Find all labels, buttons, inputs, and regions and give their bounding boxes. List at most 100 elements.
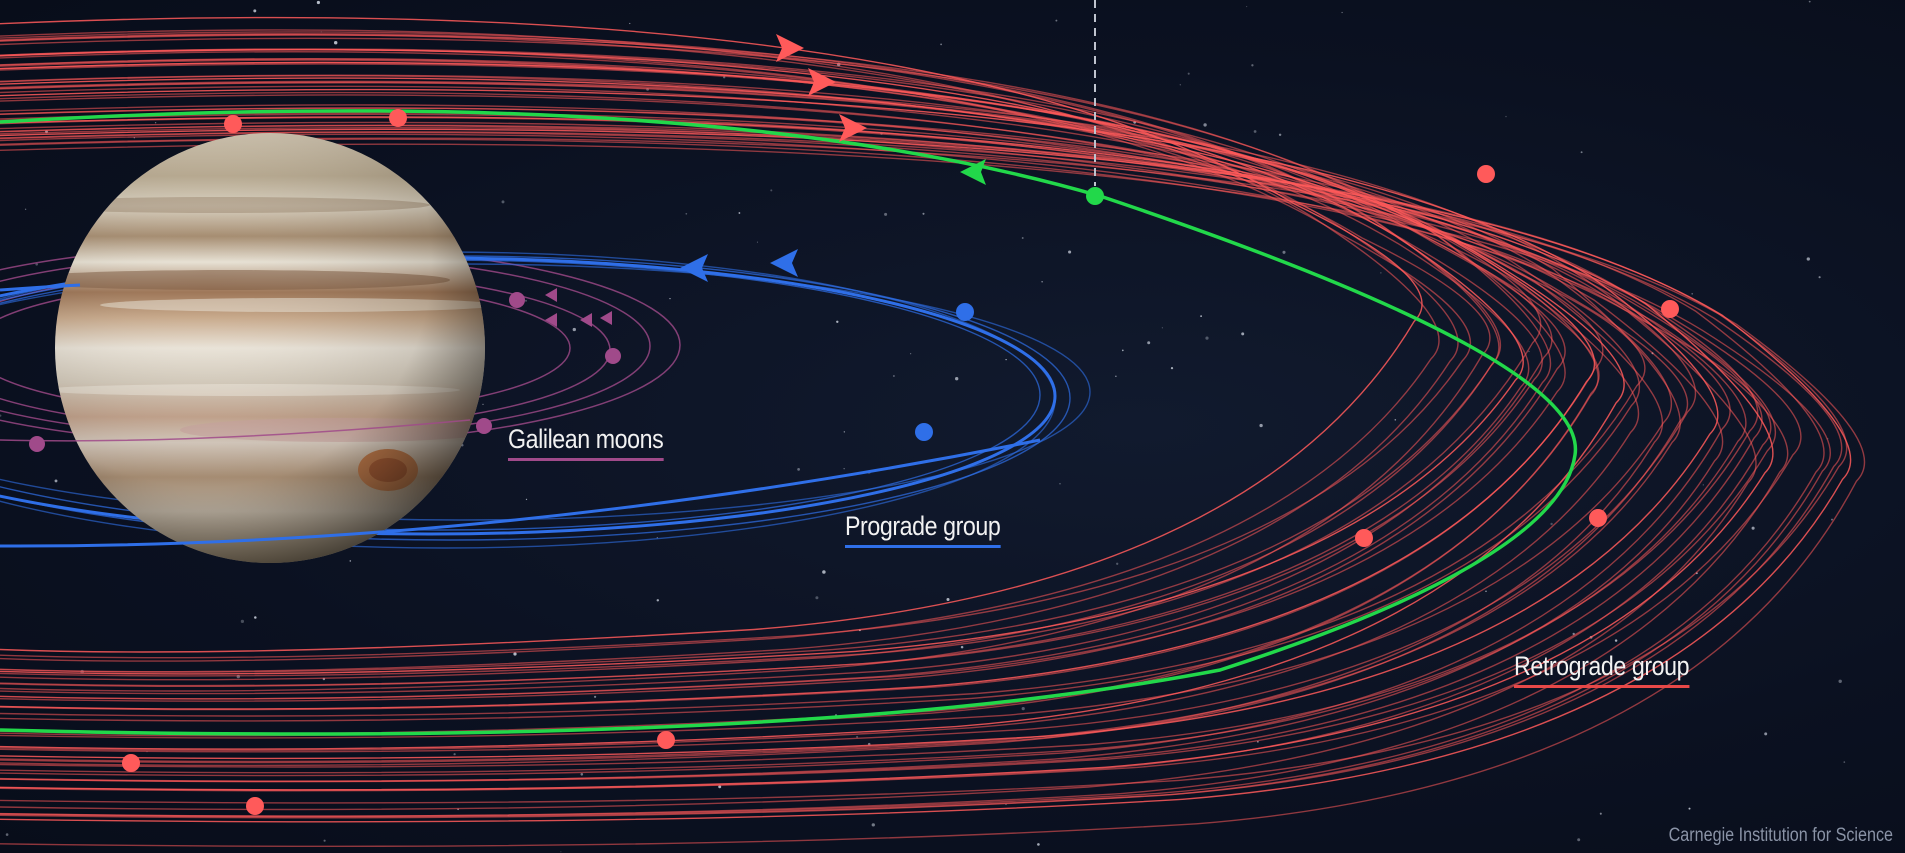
retrograde-moons	[122, 109, 1679, 815]
star	[316, 0, 320, 5]
star	[1021, 237, 1024, 239]
star	[54, 479, 58, 483]
arrow-icon	[839, 114, 867, 142]
retrograde-orbit	[0, 74, 1641, 722]
galilean-orbits-front	[0, 419, 471, 442]
star	[1170, 367, 1174, 370]
moon-marker	[476, 418, 492, 434]
arrow-icon	[545, 313, 557, 327]
star	[1764, 732, 1768, 736]
star	[1059, 483, 1061, 485]
retrograde-orbit	[0, 82, 1673, 739]
star	[1241, 332, 1245, 336]
moon-marker	[915, 423, 933, 441]
retrograde-orbit	[0, 48, 1566, 700]
star	[594, 695, 597, 698]
retrograde-orbit	[0, 107, 1731, 777]
star	[669, 298, 671, 300]
moon-marker	[1355, 529, 1373, 547]
star	[1179, 84, 1181, 86]
retrograde-orbit	[0, 116, 1774, 791]
prograde-orbit-back	[0, 283, 81, 292]
star	[1550, 522, 1553, 526]
star	[1831, 518, 1833, 521]
star	[1187, 72, 1190, 75]
star	[910, 353, 912, 355]
star	[349, 560, 352, 562]
star	[453, 753, 456, 756]
star	[333, 40, 338, 45]
star	[1161, 327, 1164, 329]
star	[1115, 375, 1117, 377]
star	[560, 851, 562, 853]
retrograde-orbit	[0, 94, 1664, 767]
arrow-icon	[600, 311, 612, 325]
star	[836, 320, 839, 323]
retrograde-orbit	[0, 34, 1542, 677]
star	[871, 823, 875, 827]
star	[513, 652, 517, 656]
star	[1147, 341, 1151, 345]
moon-marker	[956, 303, 974, 321]
star	[922, 212, 925, 215]
star	[580, 773, 584, 776]
star	[1041, 281, 1043, 283]
star	[940, 43, 942, 46]
moon-marker	[389, 109, 407, 127]
star	[955, 377, 959, 381]
moon-marker	[122, 754, 140, 772]
star	[1843, 761, 1846, 763]
retrograde-orbit	[0, 63, 1604, 711]
star	[1203, 123, 1207, 127]
star	[884, 212, 888, 216]
star	[1116, 562, 1119, 565]
star	[856, 735, 859, 738]
star	[1818, 276, 1821, 279]
star	[1614, 639, 1618, 642]
retrograde-orbit	[0, 57, 1566, 702]
star	[572, 327, 576, 332]
prograde-group-label: Prograde group	[845, 511, 1001, 548]
star	[770, 189, 773, 192]
star	[1251, 64, 1254, 67]
retrograde-orbit	[0, 85, 1646, 717]
retrograde-orbit	[0, 49, 1553, 695]
star	[1380, 272, 1382, 274]
star	[892, 375, 895, 377]
prograde-orbit-front	[0, 438, 1041, 548]
galilean-moons-label: Galilean moons	[508, 424, 664, 461]
star	[1259, 423, 1263, 428]
star	[254, 616, 257, 619]
star	[685, 212, 688, 215]
star	[797, 468, 800, 471]
prograde-arrows	[680, 249, 798, 282]
star	[1485, 590, 1487, 592]
star	[1037, 843, 1040, 846]
retrograde-orbit	[0, 116, 1763, 782]
moon-marker	[1477, 165, 1495, 183]
star	[5, 833, 9, 836]
retrograde-orbit	[0, 88, 1719, 760]
star	[525, 299, 527, 302]
star	[1688, 807, 1691, 810]
green-arrow-icon	[960, 159, 986, 185]
star	[1205, 336, 1209, 340]
star	[1577, 838, 1581, 842]
arrow-icon	[808, 68, 836, 96]
retrograde-orbit	[0, 143, 1831, 819]
star	[738, 212, 741, 214]
star	[1341, 11, 1343, 14]
galilean-arrows	[545, 288, 612, 327]
star	[0, 414, 2, 417]
retrograde-orbit	[0, 112, 1747, 774]
star	[946, 597, 950, 602]
highlighted-orbit	[0, 109, 1578, 736]
star	[1808, 0, 1811, 3]
arrow-icon	[545, 288, 557, 302]
moon-marker	[246, 797, 264, 815]
star	[623, 434, 626, 436]
star	[35, 263, 38, 266]
moon-marker	[1661, 300, 1679, 318]
arrow-icon	[580, 313, 592, 327]
star	[815, 596, 819, 600]
